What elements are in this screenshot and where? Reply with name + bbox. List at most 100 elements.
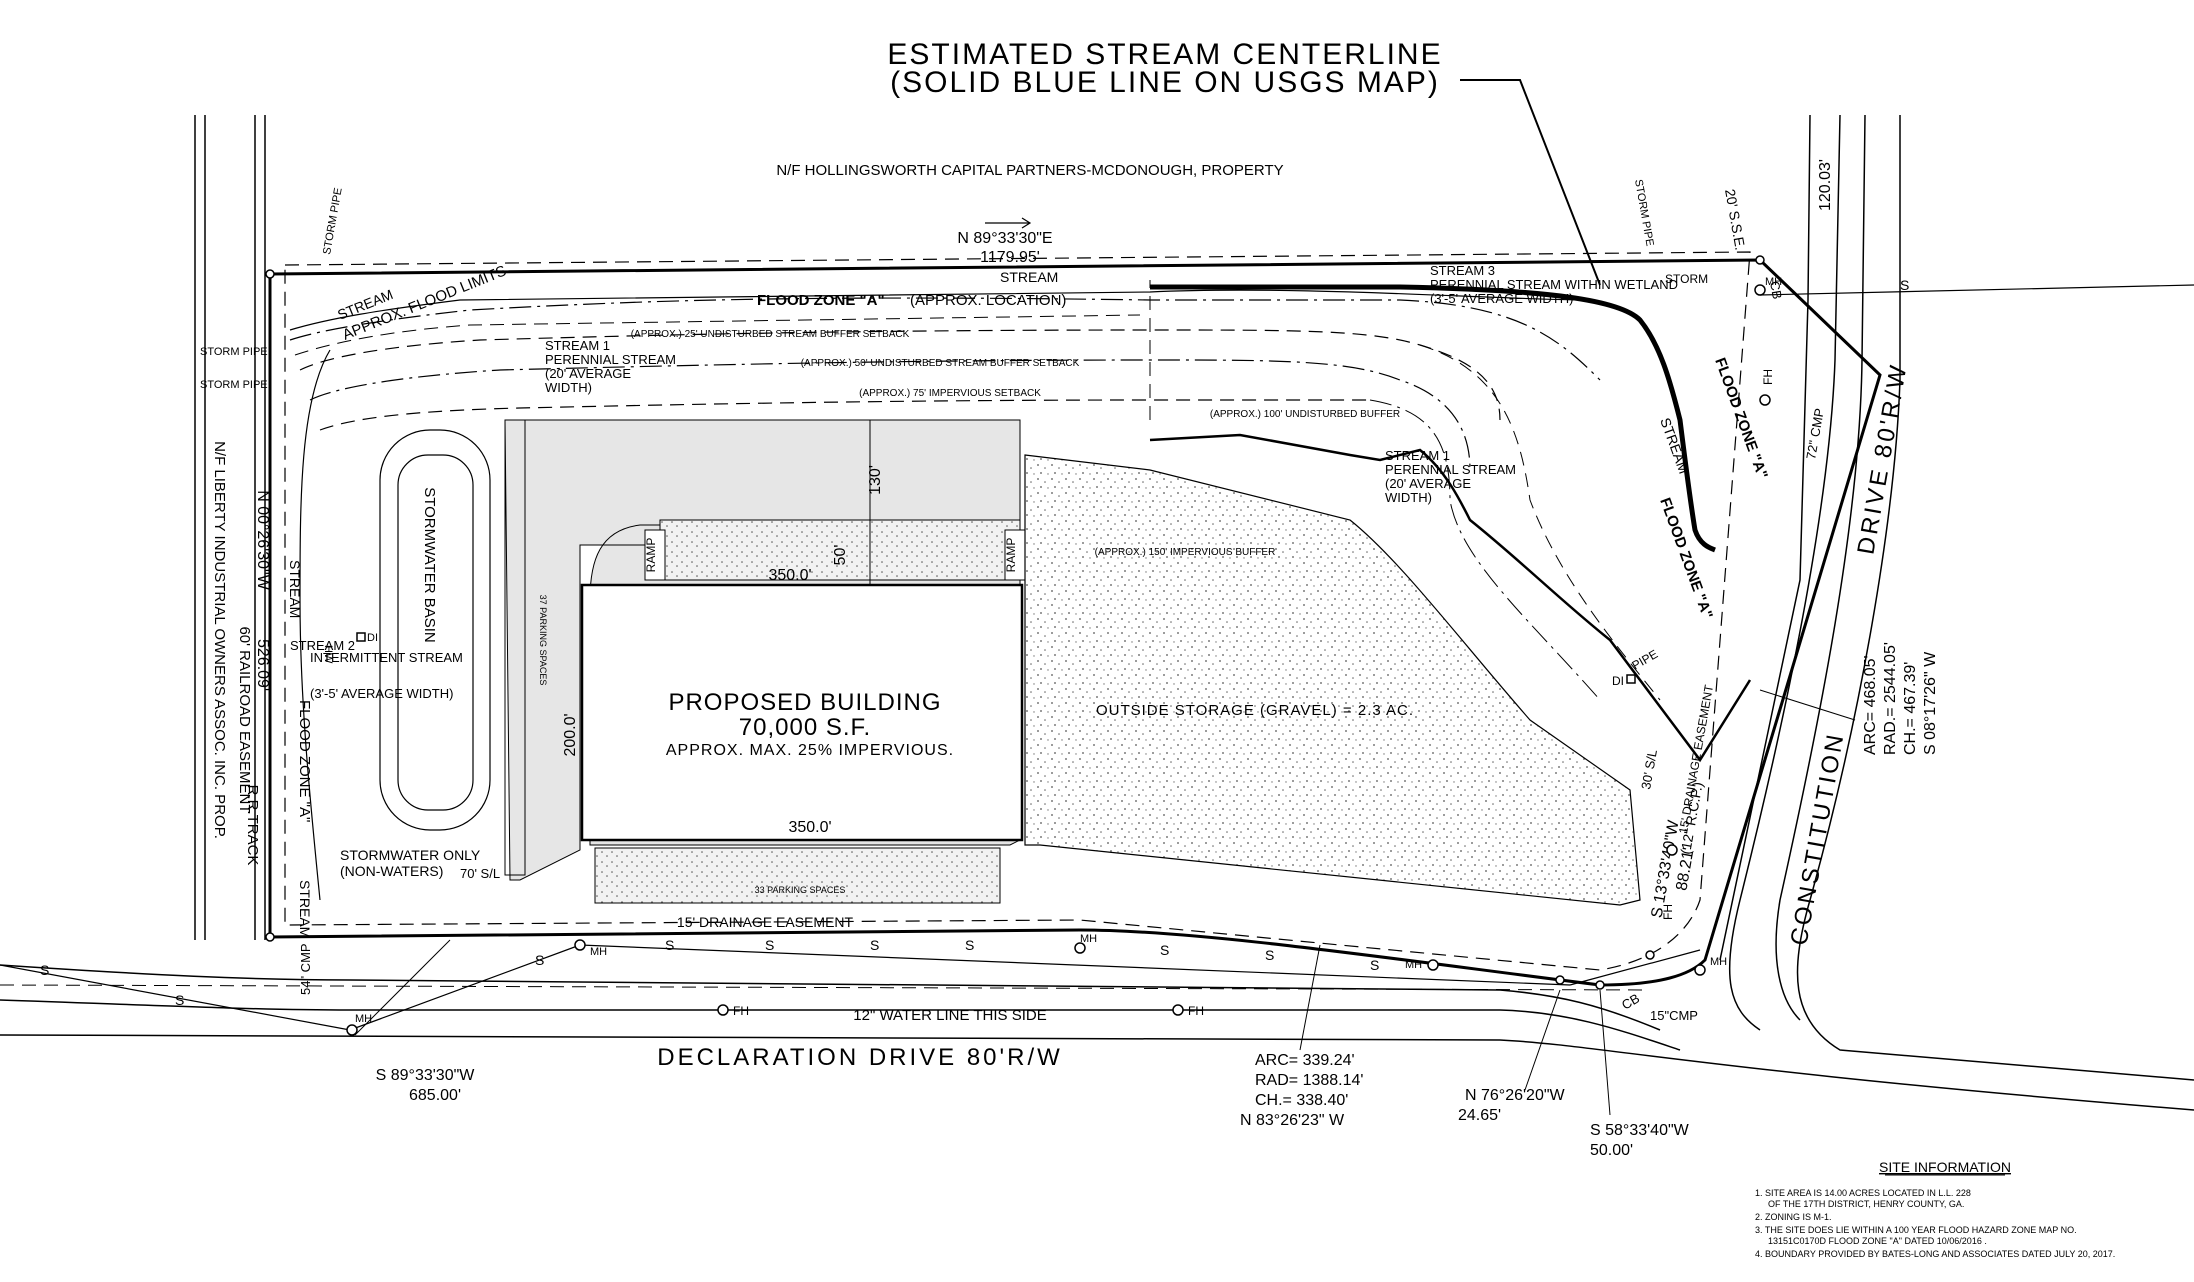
- building-impervious: APPROX. MAX. 25% IMPERVIOUS.: [666, 742, 954, 759]
- constitution-drive-label: CONSTITUTION: [1786, 730, 1850, 947]
- outside-storage-area: [1024, 454, 1641, 906]
- boundary-corner-icon: [1645, 950, 1655, 960]
- sewer-label: S: [535, 952, 544, 968]
- stream-3-line1: STREAM 3: [1430, 263, 1495, 278]
- fire-hydrant-label: FH: [1761, 369, 1775, 385]
- sewer-label: S: [765, 937, 774, 953]
- stream-label-east: STREAM: [1657, 416, 1692, 476]
- stream-buffer-lines: [289, 297, 1661, 701]
- sewer-label: S: [1265, 947, 1274, 963]
- dim-50-label: 50': [832, 545, 849, 566]
- east-curve-data: ARC= 468.05' RAD.= 2544.05' CH.= 467.39'…: [1759, 642, 1939, 755]
- stream-2-label: STREAM 2 INTERMITTENT STREAM (3'-5' AVER…: [290, 638, 463, 701]
- boundary-offset: [284, 251, 1751, 971]
- stream-2-channel: [299, 349, 331, 901]
- sewer-label: S: [965, 937, 974, 953]
- building-area: 70,000 S.F.: [739, 714, 871, 741]
- manhole-icon: [346, 1024, 358, 1036]
- catch-basin-label: CB: [1767, 280, 1785, 300]
- stream-3-line2: PERENNIAL STREAM WITHIN WETLAND: [1430, 277, 1678, 292]
- manhole-label: MH: [1765, 276, 1782, 288]
- buffer-100-label: (APPROX.) 100' UNDISTURBED BUFFER: [1210, 409, 1400, 420]
- segment-2-distance: 50.00': [1590, 1142, 1633, 1159]
- segment-1-distance: 24.65': [1458, 1107, 1501, 1124]
- storm-pipe-label: STORM PIPE: [321, 187, 345, 256]
- manhole-icon: [574, 939, 586, 951]
- north-arrow: [985, 217, 1032, 229]
- buffer-150-label: (APPROX.) 150' IMPERVIOUS BUFFER: [1095, 547, 1276, 558]
- buffer-50-label: (APPROX.) 50' UNDISTURBED STREAM BUFFER …: [801, 358, 1080, 369]
- south-bearing: S 89°33'30"W: [376, 1067, 476, 1084]
- manhole-icon: [1074, 942, 1086, 954]
- storm-pipe-label: STORM PIPE: [200, 346, 268, 358]
- catch-basin-label: CB: [1619, 991, 1642, 1013]
- site-information-block: SITE INFORMATION 1. SITE AREA IS 14.00 A…: [1755, 1159, 2115, 1259]
- stormwater-only-sub: (NON-WATERS): [340, 863, 443, 879]
- sewer-label: S: [1370, 957, 1379, 973]
- drop-inlet-icon: [1626, 674, 1636, 684]
- stream-centerline-callout: ESTIMATED STREAM CENTERLINE (SOLID BLUE …: [887, 38, 1601, 286]
- site-note: 3. THE SITE DOES LIE WITHIN A 100 YEAR F…: [1755, 1225, 2077, 1235]
- sewer-label: S: [1900, 277, 1909, 293]
- south-curve-data: ARC= 339.24' RAD= 1388.14' CH.= 338.40' …: [1240, 944, 1363, 1129]
- stream-1-line1: STREAM 1: [545, 338, 610, 353]
- setback-30-label: 30' S/L: [1638, 748, 1660, 790]
- drop-inlet-icon: [356, 632, 366, 642]
- sewer-label: S: [665, 937, 674, 953]
- buffer-75-label: (APPROX.) 75' IMPERVIOUS SETBACK: [859, 388, 1041, 399]
- fire-hydrant-icon: [717, 1004, 729, 1016]
- dim-130-label: 130': [867, 465, 884, 495]
- callout-leader: [1460, 79, 1601, 286]
- parking-left: 37 PARKING SPACES: [504, 419, 548, 876]
- segment-2-bearing: S 58°33'40"W: [1590, 1122, 1690, 1139]
- site-information-heading: SITE INFORMATION: [1879, 1159, 2011, 1175]
- ramp-left-label: RAMP: [644, 538, 658, 573]
- proposed-building: [580, 583, 1024, 842]
- fire-hydrant-icon: [1666, 844, 1678, 856]
- manhole-label: MH: [355, 1013, 372, 1025]
- cmp-54-label: 54" CMP: [298, 943, 313, 995]
- stream-1-east-line1: STREAM 1: [1385, 448, 1450, 463]
- stream-2-line1: STREAM 2: [290, 638, 355, 653]
- site-note: 13151C0170D FLOOD ZONE "A" DATED 10/06/2…: [1768, 1236, 1987, 1246]
- stream-1-line4: WIDTH): [545, 380, 592, 395]
- stream-label-north: STREAM: [1000, 269, 1058, 285]
- setback-70-label: 70' S/L: [460, 866, 500, 881]
- manhole-label: MH: [1710, 956, 1727, 968]
- stormwater-basin-outer: [379, 429, 491, 831]
- flood-zone-a-label-east2: FLOOD ZONE "A": [1656, 496, 1716, 622]
- sewer-label: S: [40, 962, 49, 978]
- railroad-easement-label: 60' RAILROAD EASEMENT: [236, 626, 253, 813]
- storm-pipe-label: STORM PIPE: [1632, 178, 1656, 247]
- drop-inlet-label: DI: [1612, 674, 1624, 688]
- constitution-drive-road: [1719, 114, 2194, 1081]
- site-note: 1. SITE AREA IS 14.00 ACRES LOCATED IN L…: [1755, 1188, 1971, 1198]
- ramp-right-label: RAMP: [1004, 538, 1018, 573]
- west-distance: 526.09': [254, 639, 271, 691]
- south-curve-bearing: N 83°26'23" W: [1240, 1112, 1345, 1129]
- flood-zone-a-label-west: FLOOD ZONE "A": [296, 700, 313, 822]
- sse-label: 20' S.S.E.: [1722, 188, 1748, 252]
- stream-label-west: STREAM: [287, 560, 303, 618]
- manhole-icon: [1754, 284, 1766, 296]
- cmp-72-label: 72" CMP: [1803, 407, 1827, 460]
- west-bearing: N 00°26'30"W: [254, 490, 271, 591]
- callout-title-line1: ESTIMATED STREAM CENTERLINE: [887, 38, 1442, 71]
- flood-zone-a-label: FLOOD ZONE "A": [757, 292, 885, 309]
- north-neighbor-label: N/F HOLLINGSWORTH CAPITAL PARTNERS-MCDON…: [776, 162, 1283, 179]
- stormwater-basin-label: STORMWATER BASIN: [421, 487, 438, 643]
- fire-hydrant-icon: [1759, 394, 1771, 406]
- cmp-15-label: 15"CMP: [1650, 1008, 1698, 1023]
- outside-storage-label: OUTSIDE STORAGE (GRAVEL) = 2.3 AC.: [1096, 702, 1414, 719]
- stormwater-only-label: STORMWATER ONLY: [340, 847, 481, 863]
- truck-court: [659, 519, 1021, 581]
- stormwater-basin-inner: [397, 454, 474, 811]
- property-boundary: [268, 258, 1882, 987]
- drainage-easement-label: 15' DRAINAGE EASEMENT: [677, 914, 854, 930]
- stream-1-east-line4: WIDTH): [1385, 490, 1432, 505]
- fire-hydrant-label: FH: [1188, 1004, 1204, 1018]
- stream-1-label-east: STREAM 1 PERENNIAL STREAM (20' AVERAGE W…: [1385, 448, 1516, 505]
- railroad-lines: [194, 115, 266, 940]
- sewer-label: S: [870, 937, 879, 953]
- sewer-label: S: [175, 992, 184, 1008]
